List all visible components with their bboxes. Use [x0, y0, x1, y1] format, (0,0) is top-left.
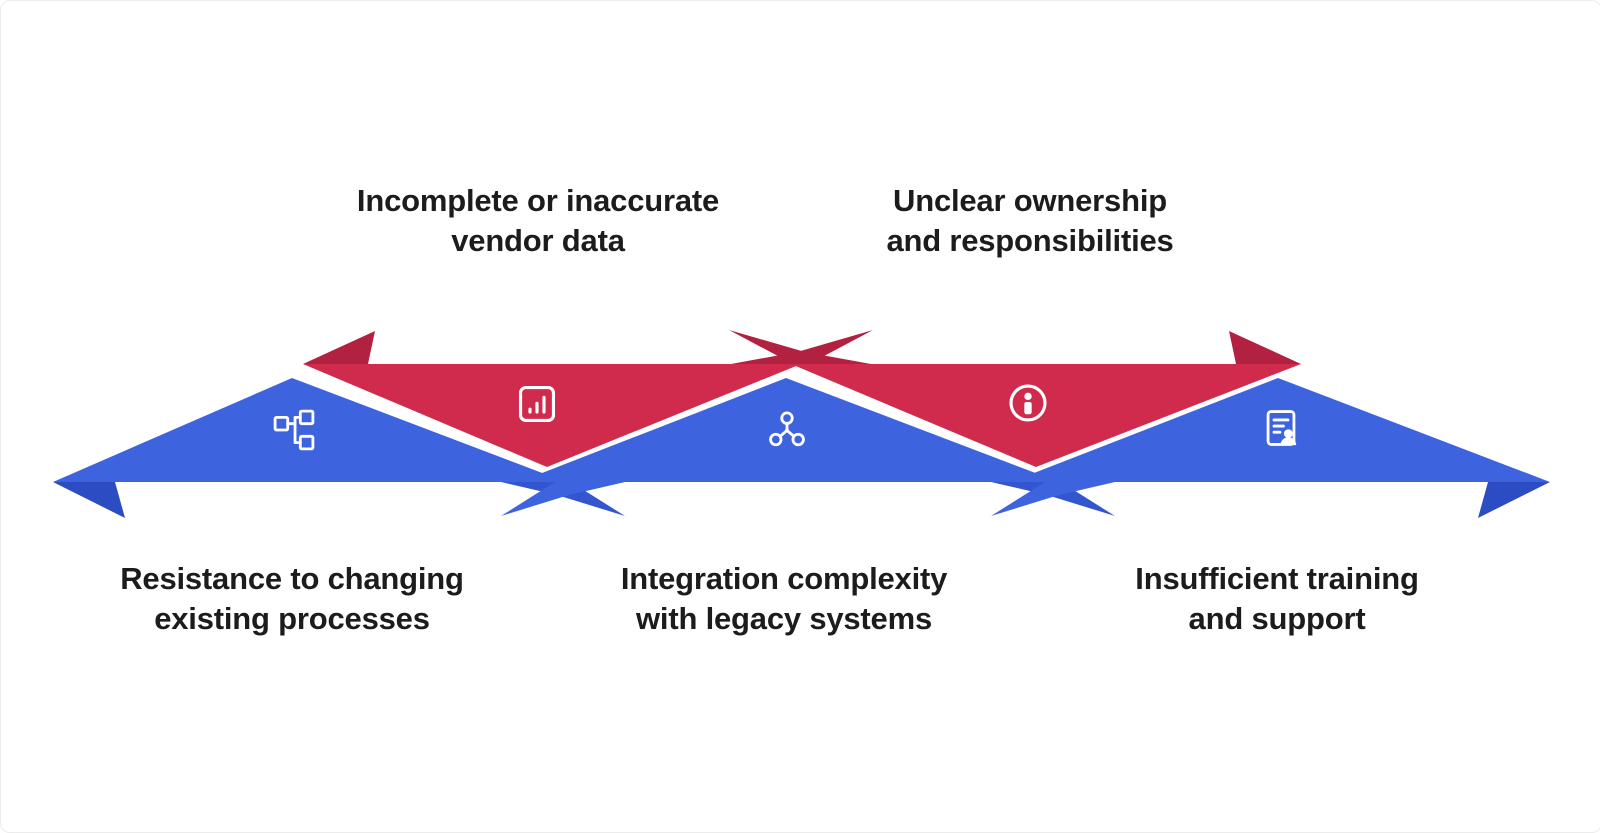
blue-tail-crossing-right [991, 482, 1115, 516]
arrow-red-right [791, 331, 1301, 467]
label-line: with legacy systems [635, 601, 933, 636]
label-resistance-to-change: Resistance to changing existing processe… [120, 559, 464, 639]
bar-chart-icon [518, 385, 556, 423]
label-line: Resistance to changing [120, 561, 464, 596]
webhook-icon [769, 411, 805, 447]
label-line: Integration complexity [620, 561, 948, 596]
label-incomplete-vendor-data: Incomplete or inaccurate vendor data [357, 181, 719, 261]
label-line: Incomplete or inaccurate [356, 183, 720, 218]
arrow-blue-middle [519, 378, 1059, 482]
label-line: and responsibilities [886, 223, 1174, 258]
label-integration-complexity: Integration complexity with legacy syste… [620, 559, 948, 639]
label-line: Insufficient training [1135, 561, 1419, 596]
red-tail-crossing [729, 330, 873, 364]
blue-tail-crossing-left [501, 482, 625, 516]
person-circle-icon [1009, 384, 1047, 422]
flowchart-icon [273, 409, 315, 451]
label-unclear-ownership: Unclear ownership and responsibilities [886, 181, 1173, 261]
label-line: and support [1188, 601, 1366, 636]
label-line: Unclear ownership [893, 183, 1167, 218]
label-line: vendor data [451, 223, 625, 258]
arrow-blue-right [1011, 378, 1550, 518]
label-insufficient-training: Insufficient training and support [1135, 559, 1419, 639]
arrow-blue-left [53, 378, 566, 518]
document-user-icon [1266, 410, 1297, 446]
label-line: existing processes [154, 601, 430, 636]
